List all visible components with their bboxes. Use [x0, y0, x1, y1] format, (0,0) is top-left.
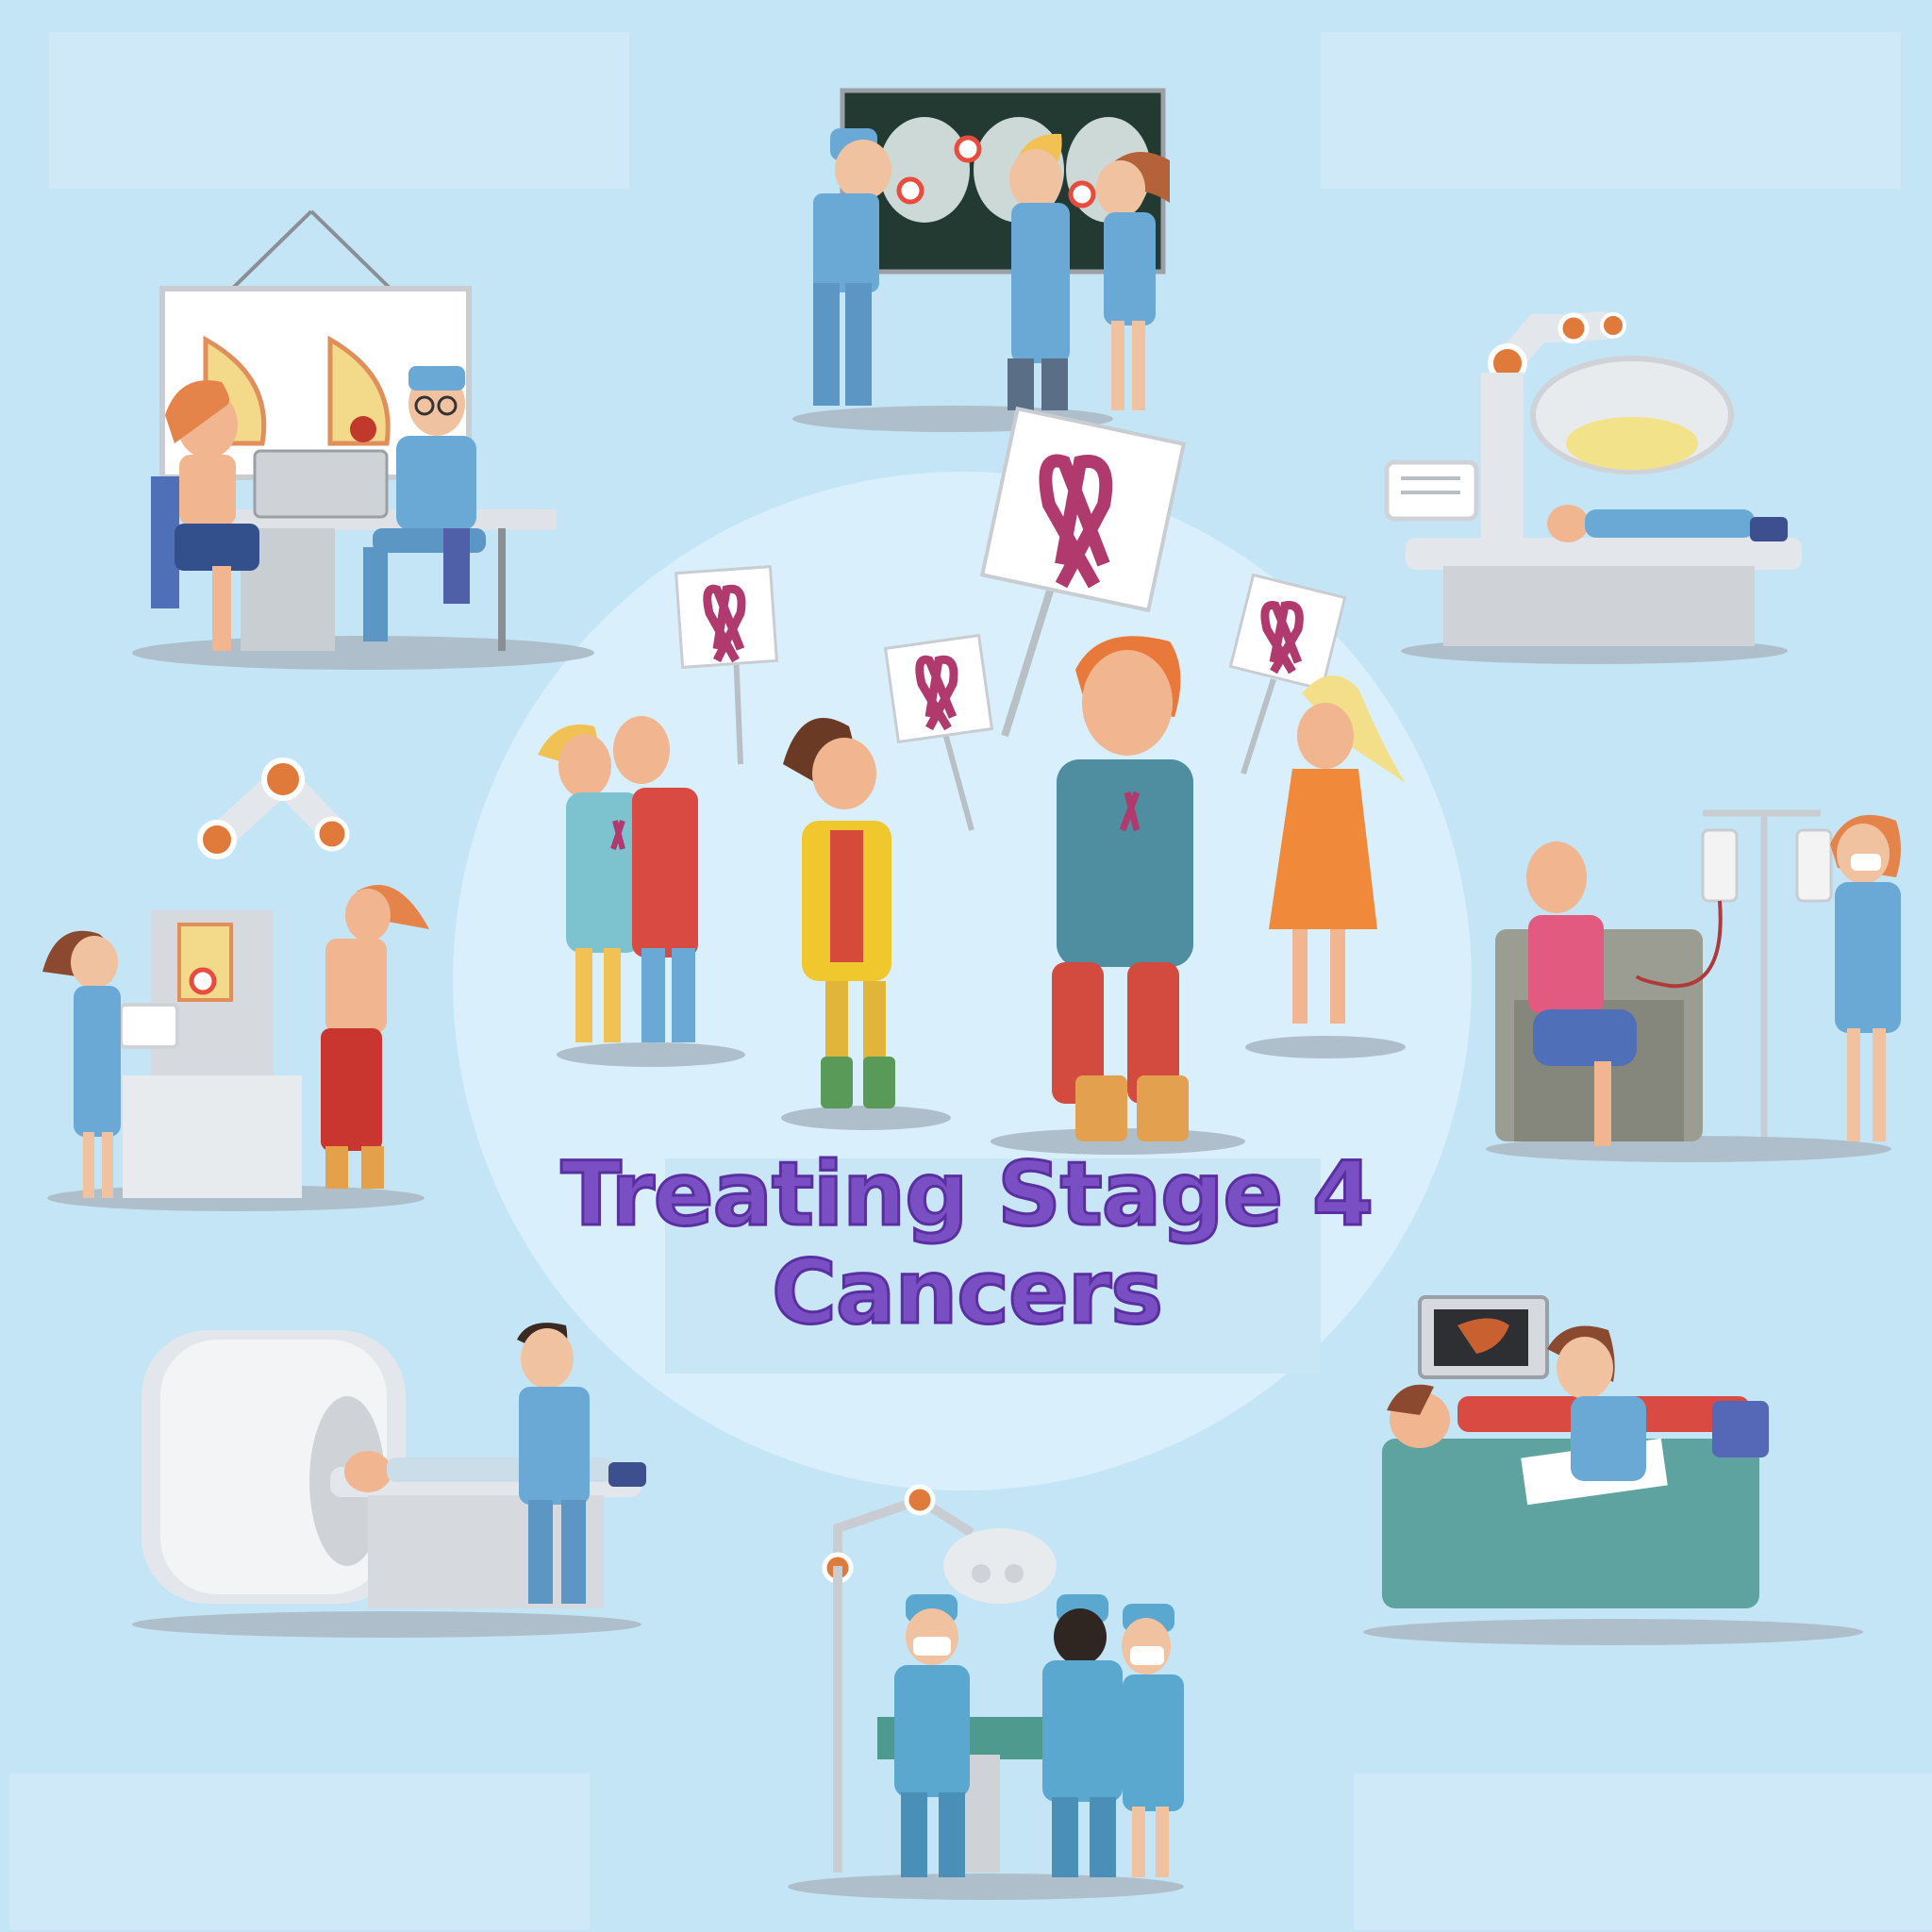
page-title: Treating Stage 4 Cancers: [491, 1143, 1443, 1344]
ribbon-sign: [979, 406, 1187, 738]
title-line-1: Treating Stage 4: [559, 1143, 1375, 1246]
ribbon-sign: [675, 565, 778, 765]
scene-radiation-therapy: [1384, 311, 1802, 664]
scene-mammography-machine: [42, 758, 429, 1211]
ribbon-sign: [883, 633, 994, 831]
scene-brain-scan-review: [792, 88, 1170, 432]
title-line-2: Cancers: [770, 1241, 1164, 1344]
scene-surgery: [788, 1484, 1184, 1900]
title-panel: [665, 1158, 1321, 1374]
scene-ultrasound-exam: [1363, 1295, 1863, 1645]
corner-panel: [1321, 32, 1901, 189]
scene-mammography-consultation: [132, 209, 594, 670]
scene-awareness-march: [538, 406, 1406, 1155]
corner-panel: [1354, 1774, 1932, 1930]
ribbon-sign: [1228, 573, 1347, 774]
corner-panel: [9, 1774, 590, 1930]
scene-mri-scan: [132, 1323, 646, 1638]
scene-chemotherapy-infusion: [1486, 809, 1901, 1162]
corner-panel: [49, 32, 629, 189]
